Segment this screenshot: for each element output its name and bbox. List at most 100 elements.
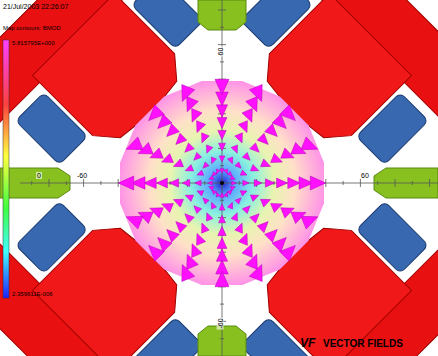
scale-max: 5.815795E+000 — [12, 40, 55, 46]
field-arrow — [246, 97, 258, 112]
field-arrow — [182, 85, 195, 102]
field-arrow — [176, 222, 187, 233]
field-arrow — [265, 179, 274, 187]
field-arrow — [185, 195, 193, 201]
field-arrow — [242, 206, 250, 214]
field-arrow — [215, 271, 229, 286]
field-arrow — [203, 198, 209, 204]
field-arrow — [216, 192, 220, 197]
field-arrow — [280, 245, 296, 261]
pole — [0, 71, 334, 356]
tick — [220, 27, 224, 28]
field-arrow — [235, 162, 241, 168]
field-arrow — [197, 170, 204, 175]
coil — [131, 0, 203, 49]
field-arrow — [216, 169, 220, 174]
field-arrow — [254, 180, 262, 187]
tick — [239, 181, 240, 185]
coil — [131, 317, 203, 356]
field-arrow — [238, 121, 247, 133]
field-arrow — [228, 202, 233, 209]
field-arrow — [220, 193, 224, 198]
coil — [356, 92, 428, 164]
axis-ticks — [32, 10, 430, 339]
field-arrow — [242, 109, 252, 123]
tick — [83, 179, 84, 187]
field-arrow — [185, 214, 195, 223]
field-arrow — [149, 105, 165, 121]
field-arrow — [211, 202, 216, 209]
tick — [220, 61, 224, 62]
field-arrow — [194, 206, 202, 214]
field-arrow — [242, 244, 252, 258]
field-arrow — [249, 265, 262, 282]
field-arrow — [216, 249, 227, 261]
field-arrow — [240, 170, 247, 175]
field-arrows — [118, 79, 325, 286]
field-arrow — [238, 233, 247, 245]
scale-min: 2.359611E-006 — [12, 291, 53, 297]
field-arrow — [235, 198, 241, 204]
axis-value: 60 — [360, 172, 370, 179]
contour-title: Map contours: BMOD — [3, 25, 61, 31]
field-arrow — [176, 133, 187, 144]
field-arrow — [219, 215, 226, 223]
tick — [49, 179, 50, 187]
tick — [204, 181, 205, 185]
field-arrow — [220, 169, 224, 174]
field-arrow — [185, 143, 195, 152]
field-arrow — [249, 85, 262, 102]
field-arrow — [261, 159, 271, 167]
field-arrow — [126, 137, 143, 150]
field-arrow — [197, 233, 206, 245]
field-arrow — [144, 177, 156, 188]
field-contour-map — [120, 81, 324, 285]
tick — [218, 10, 226, 11]
field-arrow — [246, 254, 258, 269]
field-arrow — [219, 204, 225, 210]
field-arrow — [169, 179, 178, 187]
field-arrow — [240, 191, 247, 196]
field-arrow — [219, 156, 225, 162]
field-arrow — [197, 121, 206, 133]
field-arrow — [280, 105, 296, 121]
field-arrow — [310, 176, 325, 190]
field-arrow — [250, 214, 260, 223]
tick — [395, 179, 396, 187]
color-scale — [3, 40, 9, 298]
field-arrow — [231, 145, 237, 153]
field-arrow — [301, 216, 318, 229]
field-arrow — [230, 187, 235, 191]
field-arrow — [173, 199, 183, 207]
field-arrow — [217, 118, 227, 129]
field-arrow — [265, 230, 278, 243]
tick — [218, 44, 226, 45]
field-arrow — [167, 124, 180, 137]
field-arrow — [232, 181, 237, 185]
field-arrow — [243, 180, 249, 186]
pole — [110, 0, 438, 295]
coil — [16, 201, 88, 273]
tick — [412, 181, 413, 185]
tick — [360, 179, 361, 187]
center-dot — [220, 181, 224, 185]
field-arrow — [212, 172, 217, 177]
tick — [343, 181, 344, 185]
field-arrow — [250, 143, 260, 152]
field-arrow — [288, 177, 300, 188]
field-arrow — [235, 133, 243, 143]
axis-value: 60 — [217, 47, 224, 57]
tick — [66, 181, 67, 185]
field-arrow — [209, 176, 214, 180]
field-arrow — [235, 223, 243, 233]
field-arrow — [167, 230, 180, 243]
field-arrow — [118, 176, 133, 190]
field-arrow — [173, 159, 183, 167]
tick — [100, 181, 101, 185]
tick — [220, 200, 224, 201]
axis-value: -60 — [217, 317, 224, 329]
coil — [356, 201, 428, 273]
field-arrow — [202, 223, 210, 233]
field-arrow — [211, 157, 216, 164]
tick — [220, 338, 224, 339]
